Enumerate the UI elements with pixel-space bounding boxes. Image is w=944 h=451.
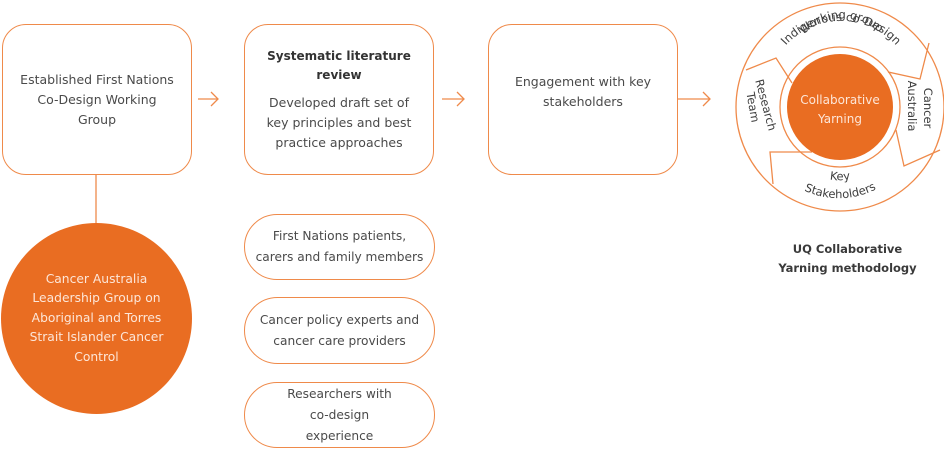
arrow-right-icon (198, 91, 219, 107)
step-text: Engagement with key stakeholders (514, 73, 652, 109)
yarning-caption: UQ Collaborative Yarning methodology (760, 240, 935, 278)
segment-divider (887, 42, 930, 80)
arrow-right-icon (442, 91, 465, 107)
segment-divider (769, 151, 812, 185)
stakeholder-pill-researchers: Researchers with co-design experience (244, 382, 435, 448)
segment-divider (745, 57, 793, 84)
leadership-group-label: Cancer Australia Leadership Group on Abo… (29, 271, 164, 364)
core-label-line1: Collaborative (800, 93, 880, 107)
stakeholder-label: Cancer policy experts and cancer care pr… (259, 312, 420, 348)
segment-label-right-line2: Australia (905, 81, 919, 132)
stakeholder-label: First Nations patients, carers and famil… (255, 229, 424, 264)
step-box-engagement: Engagement with key stakeholders (488, 24, 678, 175)
step-title: Systematic literature review (267, 48, 411, 82)
segment-label-left-line2: Team (743, 90, 762, 123)
stakeholder-pill-patients: First Nations patients, carers and famil… (244, 214, 435, 280)
step-text: Developed draft set of key principles an… (266, 94, 412, 150)
stakeholder-label: Researchers with co-design experience (287, 386, 392, 443)
segment-label-bottom-line1: Key (829, 169, 851, 184)
step-box-working-group: Established First Nations Co-Design Work… (2, 24, 192, 175)
caption-line2: Yarning methodology (778, 261, 917, 275)
segment-label-right-line1: Cancer (921, 88, 935, 129)
inner-ring (779, 46, 901, 168)
step-text: Established First Nations Co-Design Work… (20, 71, 174, 127)
outer-ring (735, 2, 944, 212)
collaborative-yarning-core (787, 54, 893, 160)
core-label-line2: Yarning (817, 112, 862, 126)
stakeholder-pill-policy-experts: Cancer policy experts and cancer care pr… (244, 297, 435, 364)
segment-divider (895, 129, 941, 167)
leadership-group-circle: Cancer Australia Leadership Group on Abo… (1, 223, 192, 414)
step-box-literature-review: Systematic literature review Developed d… (244, 24, 434, 175)
caption-line1: UQ Collaborative (792, 242, 903, 256)
